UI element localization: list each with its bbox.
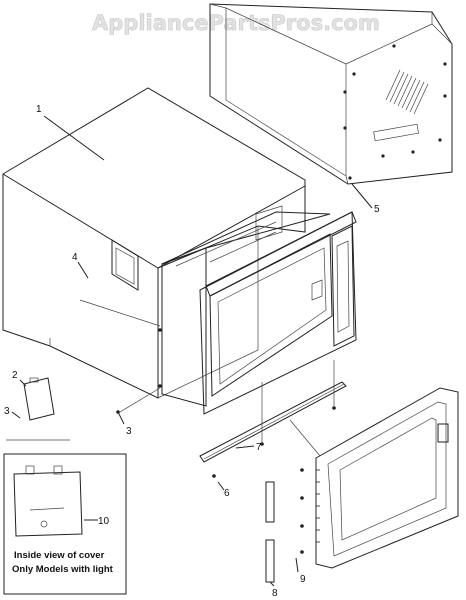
hinge-plate-lower: [265, 539, 275, 583]
callout-10: 10: [98, 516, 110, 527]
front-door: [315, 387, 459, 569]
outer-cabinet-wrapper: [2, 87, 306, 399]
rear-back-panel: [209, 3, 453, 185]
callout-7: 7: [256, 442, 262, 453]
callout-6: 6: [224, 488, 230, 499]
callout-8: 8: [272, 588, 278, 599]
inset-box-cover-light: [3, 453, 127, 595]
leader-lines: [11, 115, 373, 587]
vent-slots: [385, 69, 429, 115]
callout-labels: 1 4 5 2 3 3 6 7 8 9 10: [4, 104, 380, 599]
watermark-text: AppliancePartsPros.com: [92, 11, 380, 35]
cover-inset-part-2: [6, 377, 70, 441]
guide-lines: [79, 299, 335, 457]
callout-3-center: 3: [126, 426, 132, 437]
inset-caption-line-1: Inside view of cover: [14, 550, 105, 561]
oven-chassis: [161, 205, 357, 415]
callout-2: 2: [12, 370, 18, 381]
bottom-trim-strip: [199, 381, 347, 463]
hinge-plate-upper: [265, 481, 275, 523]
inset-caption-line-2: Only Models with light: [12, 564, 114, 575]
callout-3-left: 3: [4, 406, 10, 417]
callout-4: 4: [72, 252, 78, 263]
callout-1: 1: [36, 104, 42, 115]
callout-9: 9: [300, 574, 306, 585]
door-screws: [116, 328, 336, 554]
callout-5: 5: [374, 204, 380, 215]
